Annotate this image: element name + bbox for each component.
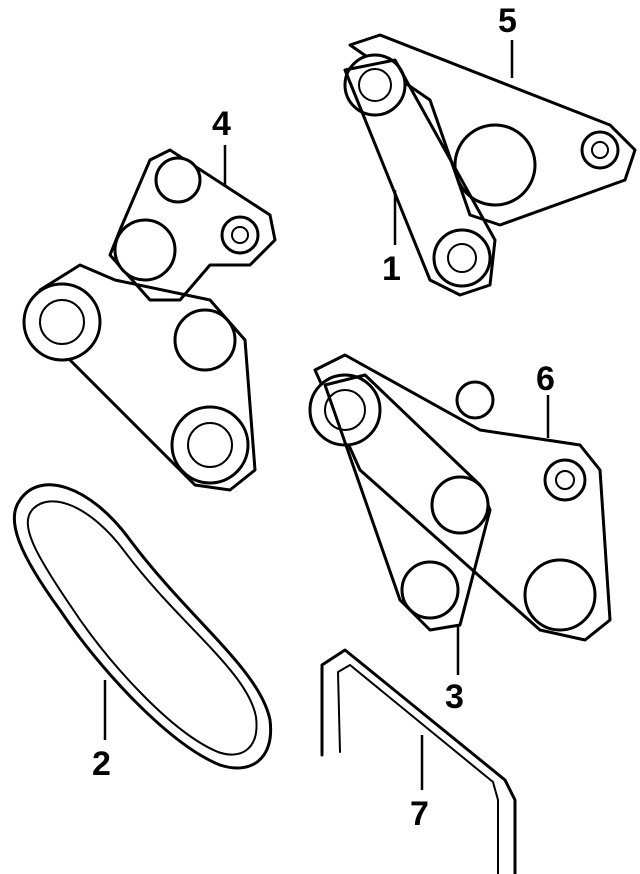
pulley-6-right xyxy=(543,458,587,502)
pulley-6-idler xyxy=(455,380,495,420)
pulley-6-right-hub xyxy=(555,470,575,490)
pulley-left-crank-hub xyxy=(39,299,85,345)
pulley-1-bottom xyxy=(432,228,492,288)
callout-4: 4 xyxy=(212,105,231,143)
belt-2-loose xyxy=(12,483,273,770)
belt-7-loose xyxy=(320,648,517,874)
callout-6: 6 xyxy=(536,360,555,398)
callout-leaders xyxy=(103,40,550,790)
belt-6-outline xyxy=(313,353,612,642)
pulley-left-crank xyxy=(22,282,102,362)
callout-1: 1 xyxy=(382,250,401,288)
pulley-4-top xyxy=(154,156,202,204)
callout-7: 7 xyxy=(410,795,429,833)
pulley-left-lower-hub xyxy=(187,422,233,468)
pulley-4-right-hub xyxy=(231,226,249,244)
belt-1-outline xyxy=(343,58,497,297)
pulley-left-lower xyxy=(170,405,250,485)
callout-labels: 1 2 3 4 5 6 7 xyxy=(92,2,555,833)
pulley-6-crank-hub xyxy=(324,389,366,431)
belt-2-outer xyxy=(12,483,273,770)
pulley-4-right xyxy=(220,215,260,255)
pulley-5-center xyxy=(453,123,537,207)
belt-4-outline xyxy=(108,148,277,302)
pulley-4-middle xyxy=(113,218,177,282)
callout-3: 3 xyxy=(445,678,464,716)
pulley-1-bottom-hub xyxy=(447,243,477,273)
pulley-5-left xyxy=(343,53,407,117)
callout-5: 5 xyxy=(498,2,517,40)
pulley-5-right xyxy=(580,130,620,170)
pulley-5-right-hub xyxy=(591,141,609,159)
pulley-6-crank xyxy=(308,373,382,447)
pulley-3-upper xyxy=(430,475,490,535)
belt-left-outline xyxy=(38,263,257,492)
pulley-5-left-hub xyxy=(358,68,392,102)
belt-2-inner xyxy=(26,500,258,756)
callout-2: 2 xyxy=(92,745,111,783)
pulley-3-lower xyxy=(400,560,460,620)
belt-assembly-6 xyxy=(308,353,612,642)
belt-7-outer xyxy=(320,648,517,874)
belt-assembly-4 xyxy=(108,148,277,302)
belt-assembly-5 xyxy=(343,33,637,297)
belt-7-inner xyxy=(337,664,499,874)
belt-5-outline xyxy=(348,33,637,227)
pulley-left-alternator xyxy=(173,308,237,372)
belt-assembly-left xyxy=(22,263,257,492)
pulley-6-lower xyxy=(523,558,597,632)
